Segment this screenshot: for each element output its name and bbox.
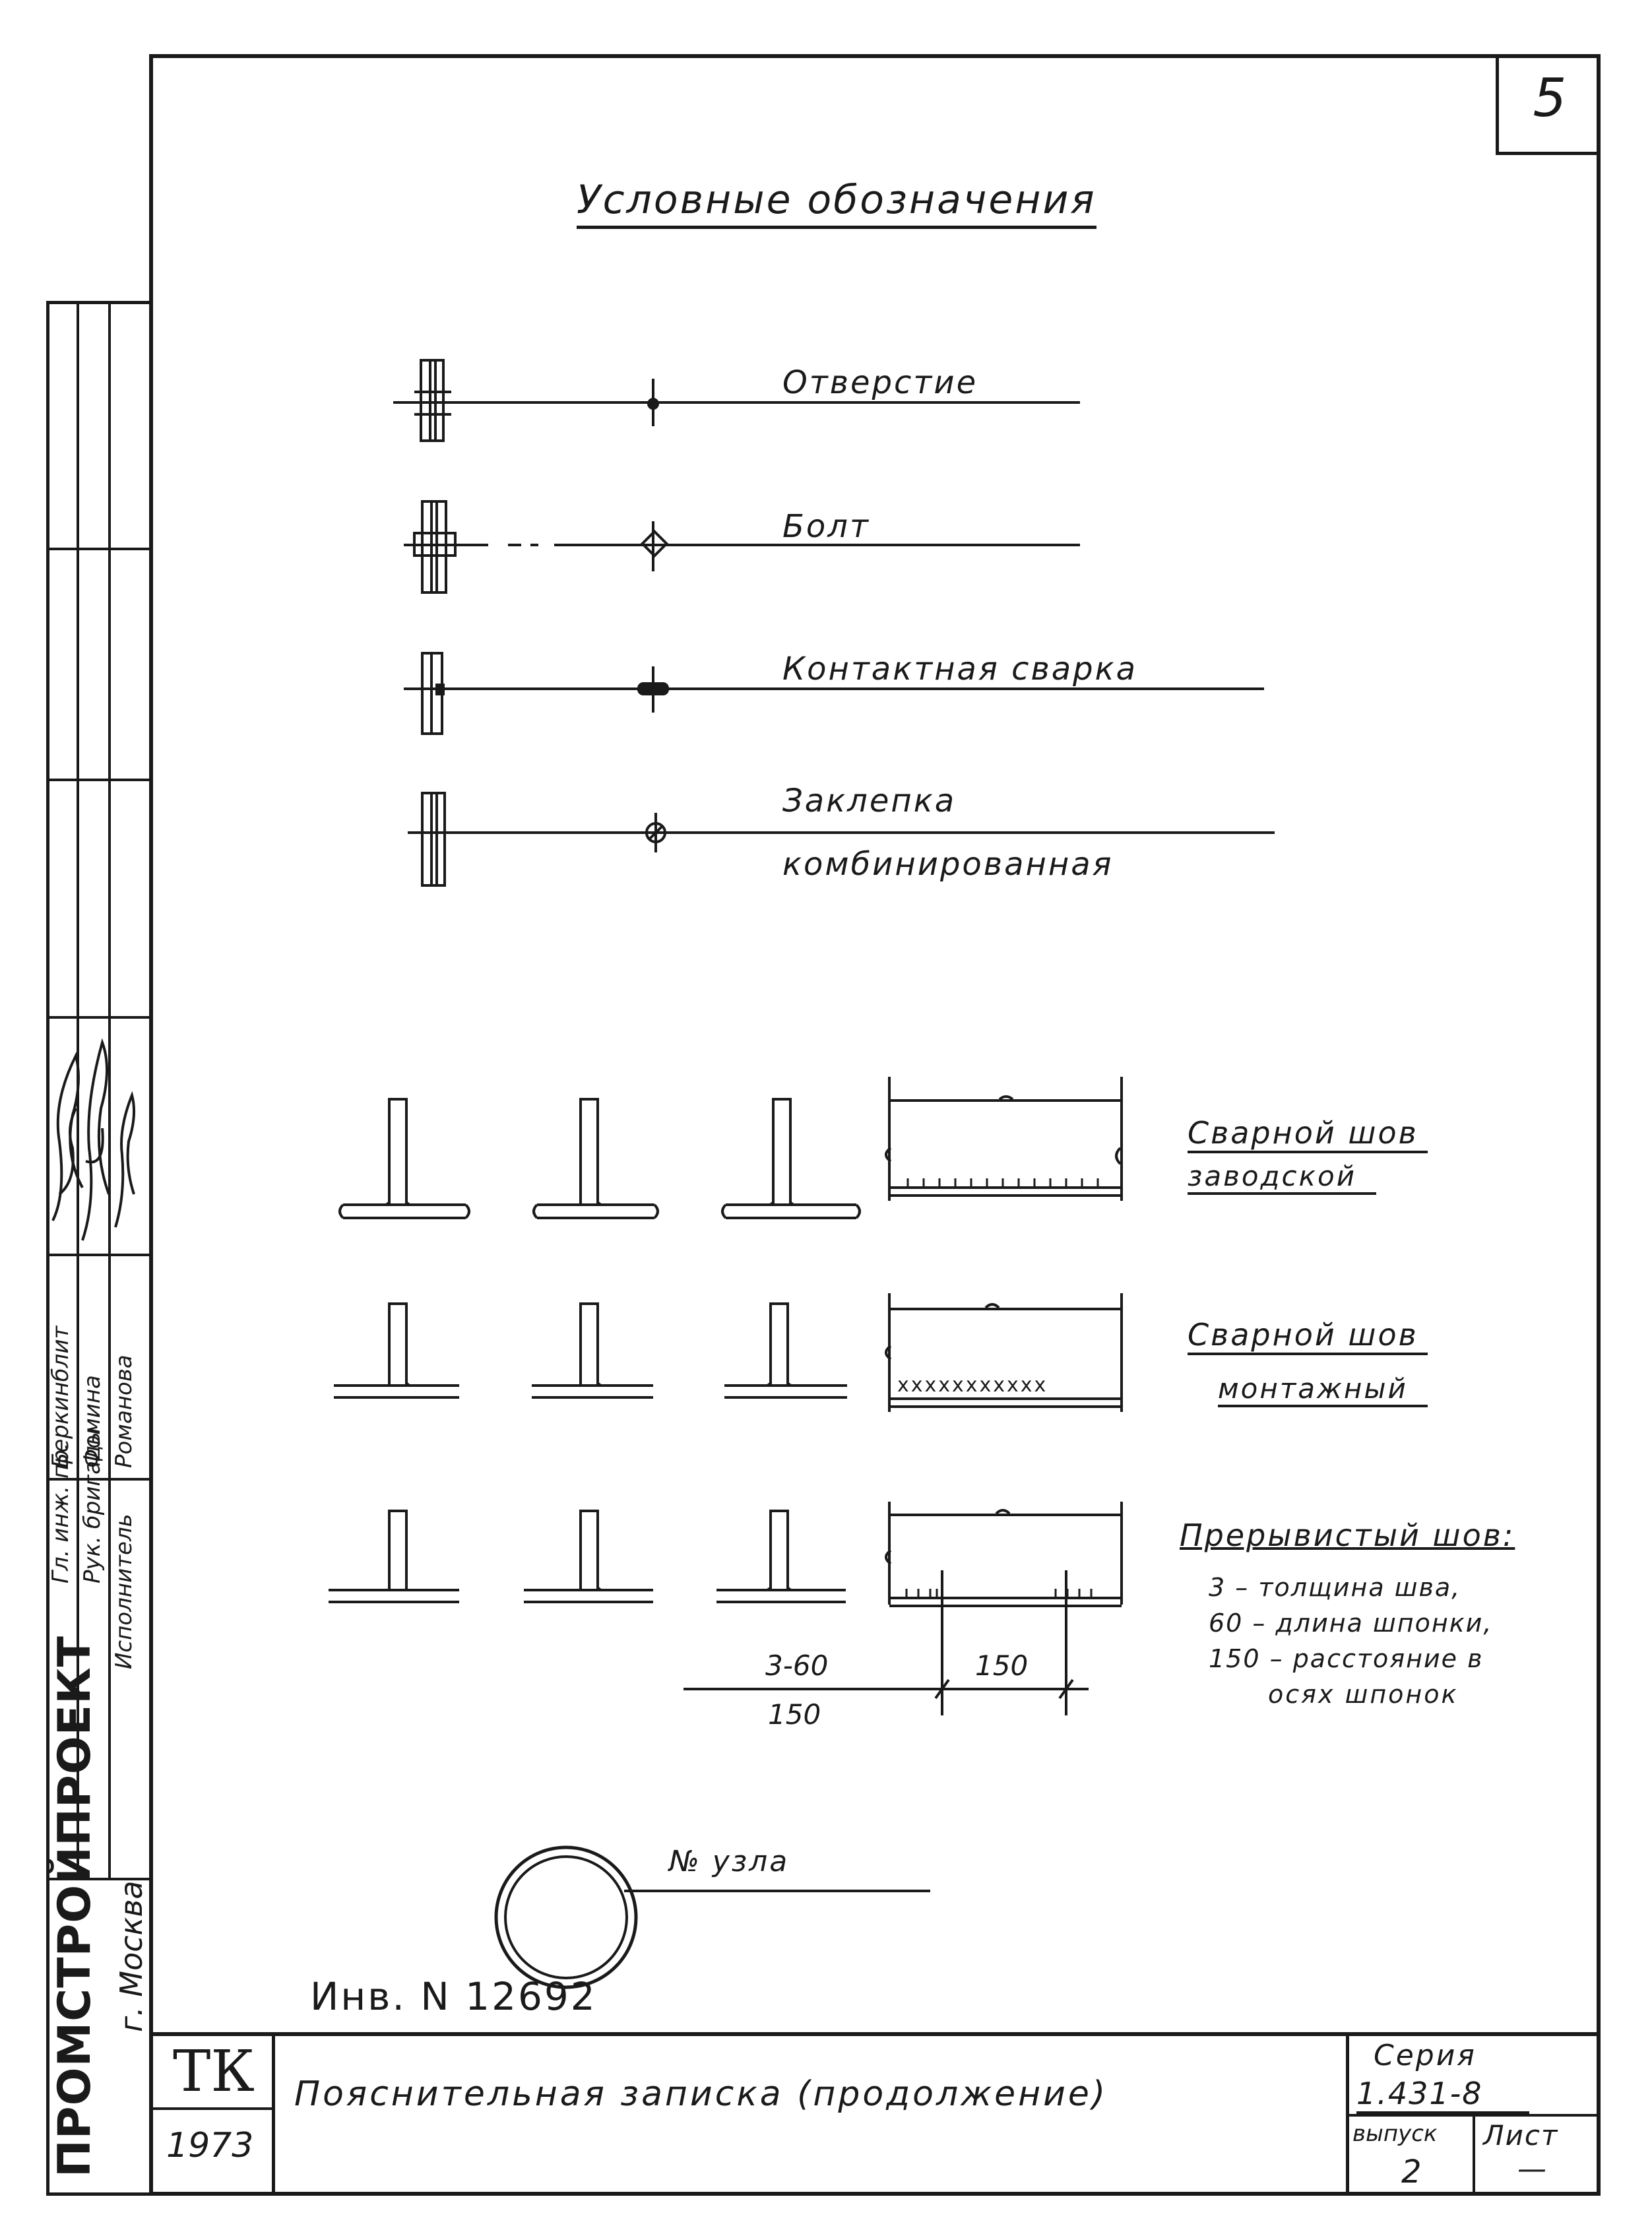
drawing-frame (149, 54, 1601, 2196)
plate-view-a (885, 1077, 1123, 1201)
intermittent-weld-title: Прерывистый шов: (1180, 1517, 1515, 1553)
node-label: № узла (669, 1845, 790, 1878)
side-stamp-row-line (46, 1254, 153, 1256)
side-stamp-row-line (46, 1016, 153, 1019)
legend-bolt-label: Болт (782, 508, 870, 545)
t-section-a2 (532, 1098, 659, 1219)
side-stamp-row-line (46, 1478, 153, 1481)
plate-view-b (885, 1293, 1123, 1412)
series-value: 1.431-8 (1356, 2076, 1529, 2114)
plate-view-c (683, 1502, 1123, 1715)
title-block-tk-hline (149, 2107, 273, 2110)
field-weld-marks: xxxxxxxxxxx (897, 1374, 1048, 1397)
side-stamp-divider-2 (108, 301, 111, 1878)
legend-rivet-label-2: комбинированная (782, 846, 1114, 883)
tk-label: ТК (173, 2039, 255, 2105)
t-section-b3 (724, 1302, 847, 1399)
title-block-sheet-divider (1473, 2114, 1475, 2196)
t-section-c2 (524, 1510, 653, 1603)
issue-label: выпуск (1352, 2121, 1438, 2147)
intermittent-desc-3: 150 – расстояние в (1209, 1644, 1484, 1673)
main-caption: Пояснительная записка (продолжение) (294, 2074, 1108, 2114)
sheet-value: — (1517, 2152, 1546, 2186)
side-stamp-row-line (46, 548, 153, 550)
t-section-c1 (329, 1510, 459, 1603)
t-section-a1 (338, 1098, 470, 1219)
t-section-b1 (334, 1302, 459, 1399)
field-weld-label-2: монтажный (1218, 1372, 1428, 1407)
intermittent-desc-2: 60 – длина шпонки, (1209, 1609, 1493, 1638)
side-stamp-row-line (46, 1878, 153, 1880)
intermittent-desc-1: 3 – толщина шва, (1209, 1573, 1461, 1602)
inventory-number: Инв. N 12692 (310, 1974, 597, 2019)
sheet-label: Лист (1483, 2119, 1559, 2152)
weld-dimension: 150 (975, 1649, 1029, 1682)
side-stamp (46, 301, 153, 2196)
weld-formula-bottom: 150 (768, 1698, 821, 1731)
t-section-c3 (716, 1510, 846, 1603)
field-weld-label-1: Сварной шов (1188, 1317, 1428, 1355)
series-label: Серия (1374, 2039, 1477, 2072)
issue-value: 2 (1401, 2154, 1422, 2190)
factory-weld-label-1: Сварной шов (1188, 1115, 1428, 1153)
factory-weld-label-2: заводской (1188, 1160, 1377, 1195)
title-block (149, 2032, 1601, 2196)
legend-rivet-label-1: Заклепка (782, 783, 957, 819)
page-title: Условные обозначения (577, 177, 1096, 229)
page-number-box: 5 (1496, 54, 1601, 155)
title-block-tk-divider (272, 2032, 275, 2196)
weld-formula-top: 3-60 (765, 1649, 829, 1682)
side-stamp-row-line (46, 779, 153, 781)
intermittent-desc-4: осях шпонок (1268, 1680, 1459, 1709)
t-section-b2 (532, 1302, 653, 1399)
page-number: 5 (1533, 67, 1567, 129)
legend-hole-label: Отверстие (782, 364, 978, 401)
year: 1973 (166, 2126, 254, 2165)
legend-contact-weld-label: Контактная сварка (782, 651, 1138, 687)
